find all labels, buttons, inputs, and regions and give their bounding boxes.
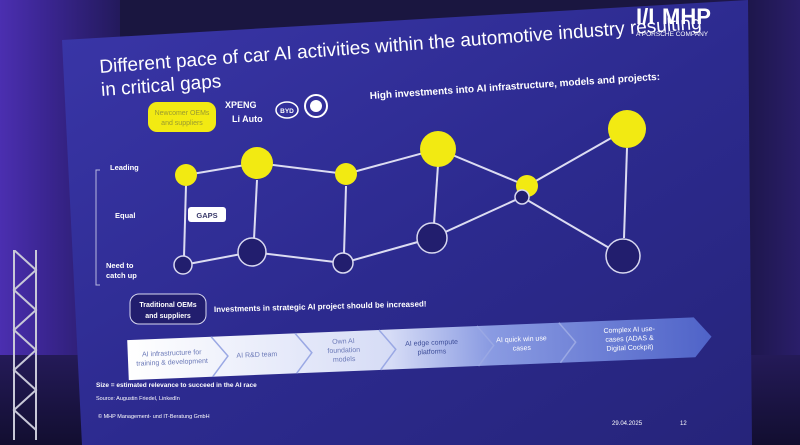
slide-date: 29.04.2025 bbox=[612, 421, 643, 427]
svg-text:training & development: training & development bbox=[136, 358, 208, 368]
svg-text:Own AI: Own AI bbox=[332, 338, 355, 346]
svg-text:AI quick win use: AI quick win use bbox=[496, 335, 547, 344]
gaps-label: GAPS bbox=[188, 207, 226, 222]
chevron-process-bar: AI infrastructure for training & develop… bbox=[127, 317, 712, 381]
source-note: Source: Augustin Friedel, LinkedIn bbox=[96, 396, 180, 402]
chevron-step-6: Complex AI use- cases (ADAS & Digital Co… bbox=[603, 326, 655, 353]
liauto-logo: Li Auto bbox=[232, 114, 263, 124]
svg-text:cases (ADAS &: cases (ADAS & bbox=[605, 335, 654, 344]
svg-text:and suppliers: and suppliers bbox=[161, 120, 203, 127]
svg-text:AI R&D team: AI R&D team bbox=[236, 351, 277, 360]
svg-text:Digital Cockpit): Digital Cockpit) bbox=[606, 344, 653, 353]
mhp-logo: I/I MHP A PORSCHE COMPANY bbox=[636, 4, 711, 38]
slide-page-number: 12 bbox=[680, 421, 687, 427]
svg-text:Leading: Leading bbox=[110, 163, 139, 172]
svg-text:models: models bbox=[333, 356, 356, 364]
chevron-step-3: Own AI foundation models bbox=[327, 338, 360, 364]
svg-text:AI edge compute: AI edge compute bbox=[405, 339, 458, 348]
svg-text:and suppliers: and suppliers bbox=[145, 313, 191, 320]
logo-mark: I/I bbox=[636, 4, 654, 29]
svg-text:BYD: BYD bbox=[280, 108, 294, 115]
chevron-step-1: AI infrastructure for training & develop… bbox=[136, 349, 208, 368]
logo-tagline: A PORSCHE COMPANY bbox=[636, 31, 709, 38]
stage-truss bbox=[12, 250, 38, 440]
svg-text:Traditional OEMs: Traditional OEMs bbox=[139, 302, 196, 309]
svg-text:GAPS: GAPS bbox=[196, 211, 217, 220]
svg-text:cases: cases bbox=[513, 345, 532, 353]
svg-text:Newcomer OEMs: Newcomer OEMs bbox=[155, 110, 210, 117]
traditional-nodes bbox=[173, 189, 641, 275]
svg-text:Equal: Equal bbox=[115, 211, 135, 220]
byd-logo bbox=[275, 101, 299, 119]
size-note: Size = estimated relevance to succeed in… bbox=[96, 382, 257, 389]
svg-text:Complex AI use-: Complex AI use- bbox=[603, 326, 655, 335]
svg-text:platforms: platforms bbox=[417, 348, 447, 356]
svg-text:Need to: Need to bbox=[106, 261, 134, 270]
chery-logo-icon bbox=[304, 94, 328, 118]
newcomer-label: Newcomer OEMs and suppliers bbox=[148, 102, 216, 132]
copyright-note: © MHP Management- und IT-Beratung GmbH bbox=[98, 413, 210, 420]
svg-text:catch up: catch up bbox=[106, 271, 137, 280]
svg-text:foundation: foundation bbox=[327, 347, 360, 355]
newcomer-brand-logos: XPENG Li Auto BYD bbox=[225, 94, 328, 124]
logo-text: MHP bbox=[662, 4, 711, 29]
svg-text:AI infrastructure for: AI infrastructure for bbox=[142, 349, 202, 358]
level-axis: Leading Equal Need to catch up bbox=[95, 163, 139, 286]
chevron-step-2: AI R&D team bbox=[236, 351, 277, 360]
newcomer-nodes bbox=[175, 110, 646, 197]
chevron-step-4: AI edge compute platforms bbox=[405, 339, 458, 357]
xpeng-logo: XPENG bbox=[225, 100, 257, 110]
chevron-step-5: AI quick win use cases bbox=[496, 335, 547, 353]
traditional-label: Traditional OEMs and suppliers bbox=[129, 293, 207, 325]
